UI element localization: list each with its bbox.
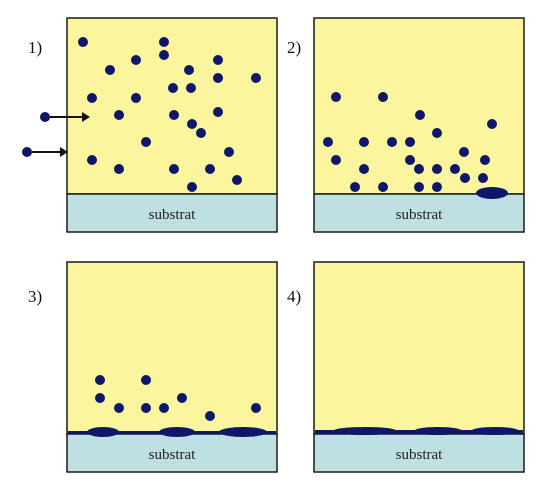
incoming-arrow-2 bbox=[22, 147, 68, 157]
particle bbox=[131, 93, 141, 103]
particle bbox=[131, 55, 141, 65]
substrate-4 bbox=[313, 433, 525, 473]
particle bbox=[168, 83, 178, 93]
particles-2 bbox=[323, 92, 497, 192]
panel-3: 3) substrat bbox=[28, 261, 278, 473]
particle bbox=[459, 147, 469, 157]
particle bbox=[224, 147, 234, 157]
particle bbox=[205, 164, 215, 174]
particle bbox=[251, 73, 261, 83]
deposited-film-2 bbox=[476, 187, 508, 199]
particle bbox=[87, 93, 97, 103]
panel-1: 1) substrat bbox=[22, 17, 278, 233]
particle bbox=[169, 164, 179, 174]
substrate-label-3: substrat bbox=[149, 447, 196, 463]
deposited-island bbox=[159, 427, 195, 437]
particle bbox=[359, 164, 369, 174]
particle bbox=[213, 73, 223, 83]
particle bbox=[232, 175, 242, 185]
particle bbox=[159, 403, 169, 413]
particle bbox=[186, 83, 196, 93]
substrate-label-2: substrat bbox=[396, 207, 443, 223]
panel-number-4: 4) bbox=[287, 287, 301, 306]
particle bbox=[359, 137, 369, 147]
particle bbox=[251, 403, 261, 413]
chamber-3 bbox=[66, 261, 278, 435]
particle bbox=[405, 155, 415, 165]
particle bbox=[213, 55, 223, 65]
incoming-particle-1 bbox=[40, 112, 50, 122]
particle bbox=[432, 128, 442, 138]
particle bbox=[177, 393, 187, 403]
incoming-particle-2 bbox=[22, 147, 32, 157]
deposited-film-3 bbox=[68, 427, 276, 437]
deposited-island bbox=[219, 427, 267, 437]
particle bbox=[114, 164, 124, 174]
substrate-label-1: substrat bbox=[149, 207, 196, 223]
particle bbox=[141, 375, 151, 385]
particle bbox=[95, 393, 105, 403]
substrate-label-4: substrat bbox=[396, 447, 443, 463]
panel-number-3: 3) bbox=[28, 287, 42, 306]
particle bbox=[184, 65, 194, 75]
particle bbox=[114, 403, 124, 413]
particle bbox=[187, 182, 197, 192]
particle bbox=[95, 375, 105, 385]
particle bbox=[350, 182, 360, 192]
substrate-2 bbox=[313, 193, 525, 233]
panel-number-2: 2) bbox=[287, 38, 301, 57]
particle bbox=[331, 92, 341, 102]
particle bbox=[415, 110, 425, 120]
particle bbox=[414, 164, 424, 174]
particle bbox=[78, 37, 88, 47]
particle bbox=[141, 137, 151, 147]
particle bbox=[432, 182, 442, 192]
particle bbox=[213, 107, 223, 117]
particle bbox=[105, 65, 115, 75]
deposited-island bbox=[414, 427, 462, 435]
incoming-arrow-1 bbox=[40, 112, 90, 122]
particle bbox=[460, 173, 470, 183]
particle bbox=[159, 50, 169, 60]
particle bbox=[450, 164, 460, 174]
panel-number-1: 1) bbox=[28, 38, 42, 57]
substrate-3 bbox=[66, 433, 278, 473]
substrate-1 bbox=[66, 193, 278, 233]
particle bbox=[478, 173, 488, 183]
deposited-island bbox=[333, 427, 397, 435]
particle bbox=[414, 182, 424, 192]
particle bbox=[323, 137, 333, 147]
deposited-film-4 bbox=[315, 427, 523, 435]
particle bbox=[141, 403, 151, 413]
particles-3 bbox=[95, 375, 261, 421]
particle bbox=[159, 37, 169, 47]
particle bbox=[205, 411, 215, 421]
particle bbox=[405, 137, 415, 147]
chamber-4 bbox=[313, 261, 525, 435]
deposited-island bbox=[87, 427, 119, 437]
particle bbox=[196, 128, 206, 138]
particle bbox=[378, 92, 388, 102]
deposited-island bbox=[476, 187, 508, 199]
particle bbox=[187, 119, 197, 129]
particles-1 bbox=[78, 37, 261, 192]
particle bbox=[487, 119, 497, 129]
deposited-island bbox=[471, 427, 519, 435]
particle bbox=[87, 155, 97, 165]
panel-2: 2) substrat bbox=[287, 17, 525, 233]
panel-4: 4) substrat bbox=[287, 261, 525, 473]
particle bbox=[480, 155, 490, 165]
particle bbox=[169, 110, 179, 120]
particle bbox=[378, 182, 388, 192]
particle bbox=[387, 137, 397, 147]
particle bbox=[114, 110, 124, 120]
particle bbox=[331, 155, 341, 165]
particle bbox=[432, 164, 442, 174]
